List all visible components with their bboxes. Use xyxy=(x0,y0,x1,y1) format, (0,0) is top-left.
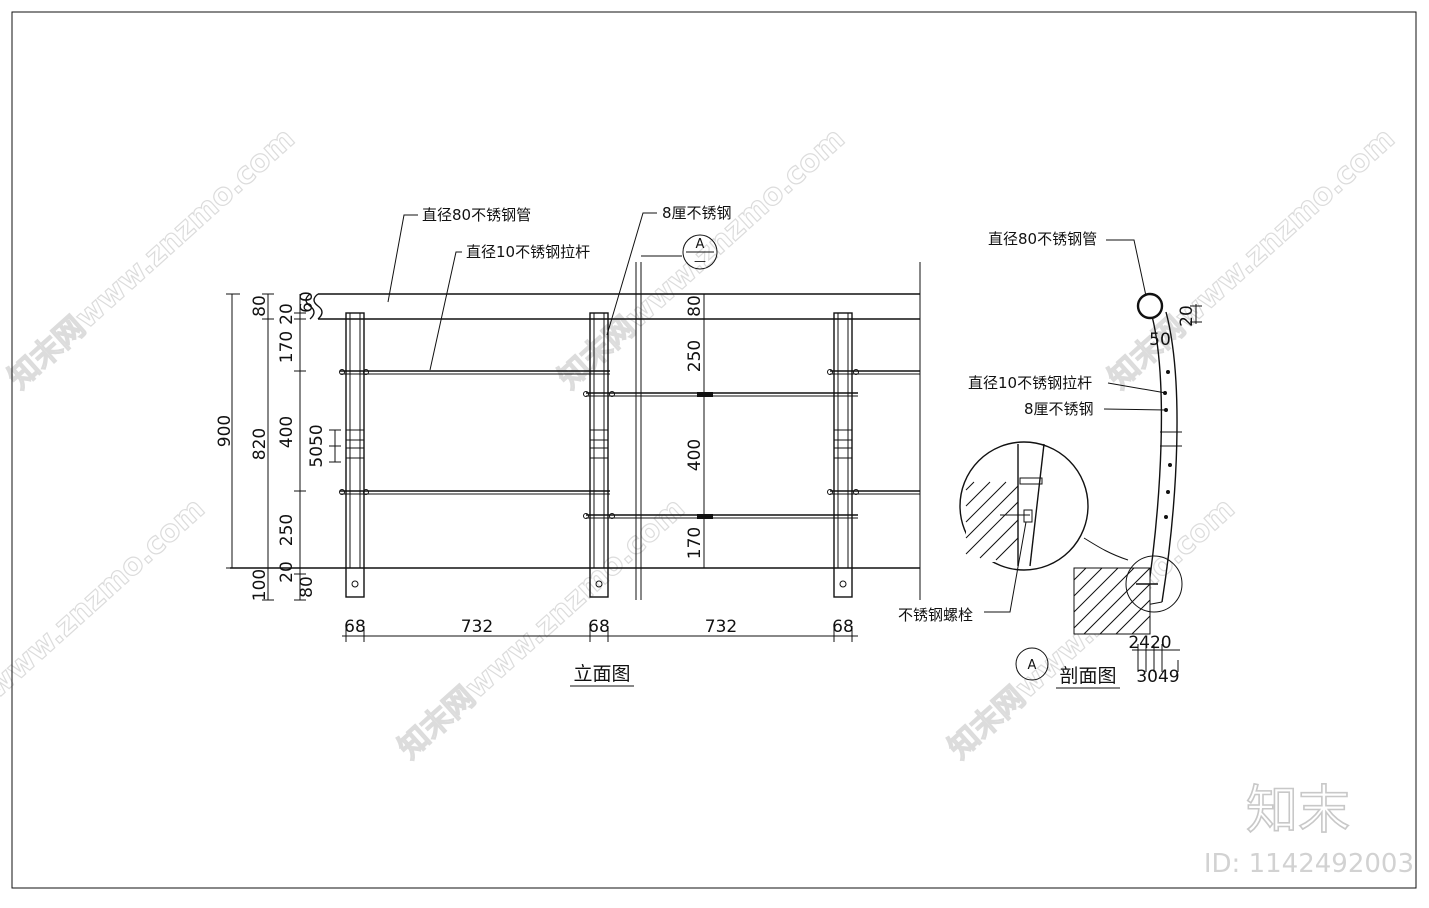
dim-bottom-68: 68 xyxy=(832,617,854,637)
dim-mid-170: 170 xyxy=(685,527,705,559)
dim-mid-400: 400 xyxy=(685,439,705,471)
section-marker-sub: — xyxy=(694,254,706,268)
dim-bottom-732: 732 xyxy=(461,617,493,637)
dim-5050: 5050 xyxy=(307,424,327,467)
elevation-title: 立面图 xyxy=(573,663,630,685)
section-label-plate: 8厘不锈钢 xyxy=(1024,400,1094,418)
section-dim-3049: 3049 xyxy=(1136,667,1179,687)
sheet-border xyxy=(11,11,1417,889)
brand-watermark: 知末 xyxy=(1246,781,1350,841)
section-marker-letter: A xyxy=(696,237,705,252)
section-label-pipe: 直径80不锈钢管 xyxy=(988,230,1097,248)
dim-bottom-732: 732 xyxy=(705,617,737,637)
section-marker: A — xyxy=(682,234,718,270)
label-pipe: 直径80不锈钢管 xyxy=(422,206,531,224)
detail-callout xyxy=(959,441,1129,571)
section-label-rod: 直径10不锈钢拉杆 xyxy=(968,374,1092,392)
dim-bottom-68: 68 xyxy=(588,617,610,637)
id-watermark: ID: 1142492003 xyxy=(1204,849,1414,879)
watermark-text: 知末网www.znzmo.com xyxy=(0,491,212,766)
section-marker-letter: A xyxy=(1028,658,1037,673)
dim-250: 250 xyxy=(277,514,297,546)
dim-170: 170 xyxy=(277,331,297,363)
watermark-text: 知末网www.znzmo.com xyxy=(392,491,692,766)
watermark-text: 知末网www.znzmo.com xyxy=(2,121,302,396)
dim-60: 60 xyxy=(297,291,317,313)
section-label-bolt: 不锈钢螺栓 xyxy=(898,606,973,624)
label-rod: 直径10不锈钢拉杆 xyxy=(466,243,590,261)
elevation-view: 900 820 80 170 20 60 400 5050 250 100 20… xyxy=(215,204,921,687)
section-dim-50: 50 xyxy=(1149,330,1171,350)
section-dim-20: 20 xyxy=(1177,305,1197,327)
dim-bottom-68: 68 xyxy=(344,617,366,637)
dim-20-top: 20 xyxy=(277,303,297,325)
post xyxy=(833,312,853,598)
dim-20-bottom: 20 xyxy=(277,561,297,583)
section-dim-2420: 2420 xyxy=(1128,633,1171,653)
section-view: 直径80不锈钢管 直径10不锈钢拉杆 8厘不锈钢 不锈钢螺栓 20 50 242… xyxy=(898,230,1202,689)
tension-rods xyxy=(339,369,920,519)
dim-400: 400 xyxy=(277,416,297,448)
dim-100: 100 xyxy=(250,569,270,601)
watermark-text: 知末网www.znzmo.com xyxy=(1102,121,1402,396)
post xyxy=(589,312,609,598)
dim-820: 820 xyxy=(250,428,270,460)
dim-total: 900 xyxy=(215,415,235,447)
dim-mid-80: 80 xyxy=(685,295,705,317)
label-plate: 8厘不锈钢 xyxy=(662,204,732,222)
dim-80-top: 80 xyxy=(250,295,270,317)
dim-80-bottom: 80 xyxy=(297,576,317,598)
dim-mid-250: 250 xyxy=(685,340,705,372)
concrete-base xyxy=(1073,567,1151,635)
left-dimensions xyxy=(226,293,341,601)
post xyxy=(345,312,365,598)
section-title: 剖面图 xyxy=(1059,665,1116,687)
